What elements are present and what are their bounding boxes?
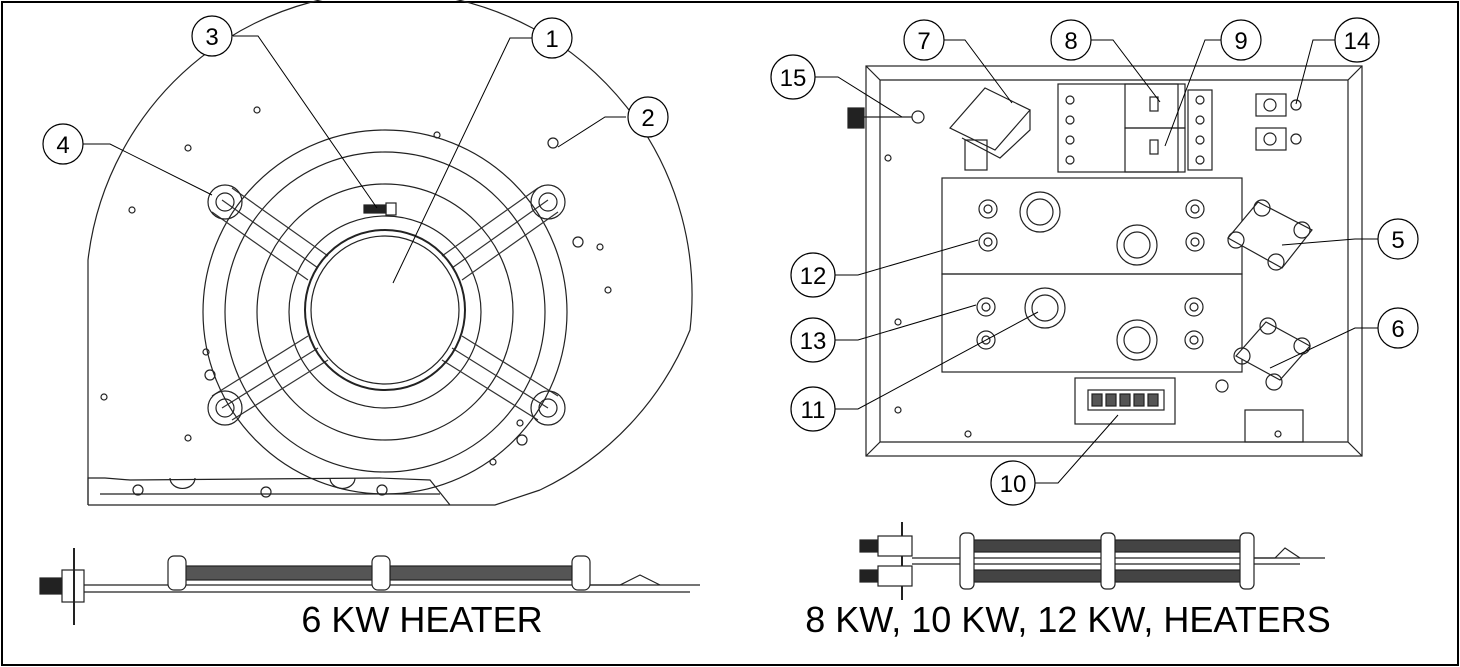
callout-label: 11 (801, 397, 826, 424)
callout-7: 7 (903, 19, 945, 61)
caption-multi-kw-heaters: 8 KW, 10 KW, 12 KW, HEATERS (805, 599, 1331, 640)
callout-8: 8 (1050, 19, 1092, 61)
callout-label: 15 (780, 65, 807, 92)
blower-inlet-ring-outer (202, 129, 568, 495)
callout-label: 4 (56, 132, 69, 159)
blower-assembly (87, 0, 693, 506)
terminal-block (1074, 377, 1176, 425)
callout-14: 14 (1334, 17, 1380, 63)
callout-label: 13 (800, 328, 827, 355)
callout-label: 5 (1391, 227, 1404, 254)
callout-label: 1 (545, 26, 558, 53)
callout-label: 3 (205, 24, 218, 51)
motor-mount-arms (211, 187, 559, 421)
blower-base-plate (87, 477, 541, 506)
callout-3: 3 (191, 15, 233, 57)
blower-housing (87, 0, 693, 505)
callout-leaders-left (82, 35, 626, 284)
callout-label: 10 (1000, 471, 1027, 498)
heater-elements-multi (859, 522, 1325, 600)
sequencers (1057, 83, 1213, 173)
callout-label: 2 (641, 105, 654, 132)
callout-label: 9 (1234, 28, 1247, 55)
blower-motor (304, 229, 466, 391)
callout-5: 5 (1377, 218, 1419, 260)
callout-11: 11 (790, 386, 836, 432)
control-box (847, 65, 1363, 457)
terminal-lugs (1255, 93, 1302, 151)
callout-12: 12 (790, 252, 836, 298)
callout-2: 2 (627, 96, 669, 138)
callout-4: 4 (42, 123, 84, 165)
callout-15: 15 (770, 54, 816, 100)
control-box-outline (865, 65, 1363, 457)
callout-label: 14 (1344, 28, 1371, 55)
callout-label: 12 (800, 263, 827, 290)
callout-13: 13 (790, 317, 836, 363)
caption-6kw-heater: 6 KW HEATER (301, 599, 542, 640)
callout-9: 9 (1220, 19, 1262, 61)
heater-element-6kw (39, 548, 700, 625)
heater-terminals (976, 199, 1205, 350)
callout-10: 10 (990, 460, 1036, 506)
callout-label: 8 (1064, 28, 1077, 55)
heater-plate-lower (941, 273, 1243, 373)
callout-1: 1 (531, 17, 573, 59)
housing-holes (100, 106, 612, 466)
transformer (949, 87, 1031, 171)
heater-plate-upper (941, 177, 1243, 275)
mount-bosses (207, 184, 566, 426)
callout-leaders-right (815, 39, 1378, 484)
circuit-breakers (1227, 199, 1313, 443)
limit-switches (1019, 191, 1158, 361)
callout-label: 7 (917, 28, 930, 55)
mount-bolt (363, 204, 387, 214)
callout-6: 6 (1377, 307, 1419, 349)
callout-label: 6 (1391, 316, 1404, 343)
